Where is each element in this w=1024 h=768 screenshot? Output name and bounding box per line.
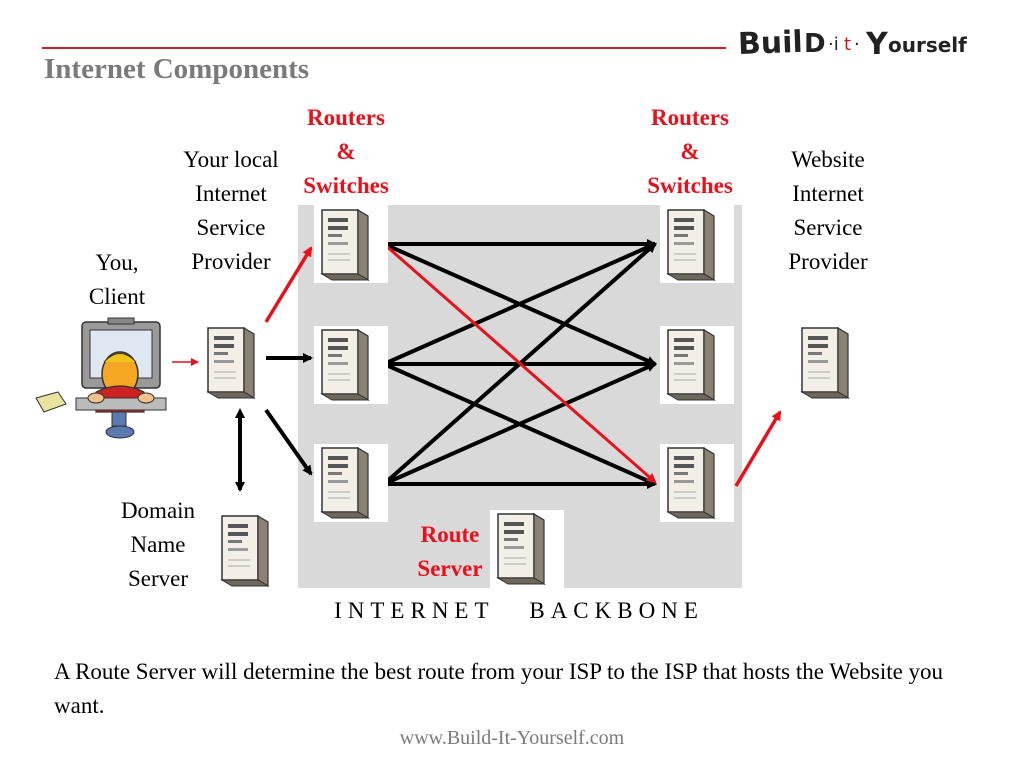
local-isp-server [207,327,255,399]
router-right-mid [660,326,734,404]
dns-label: Domain Name Server [120,498,196,591]
user-at-computer-icon [35,317,167,439]
svg-text:·: · [854,34,860,55]
slide-caption: A Route Server will determine the best r… [54,659,944,718]
footer-url: www.Build-It-Yourself.com [399,727,625,749]
backbone-label: INTERNET BACKBONE [334,598,704,623]
dns-server [221,515,269,587]
routers-right-label: Routers & Switches [647,105,733,198]
svg-text:D: D [804,29,826,59]
router-right-bot [660,444,734,522]
header-rule [42,47,726,49]
website-isp-label: Website Internet Service Provider [788,147,868,274]
router-left-mid [314,326,388,404]
router-right-top [660,205,734,283]
best-route-line [383,242,657,484]
route-server-icon [490,510,564,588]
routers-left-label: Routers & Switches [303,105,389,198]
svg-text:Y: Y [865,27,889,62]
website-isp-server [801,327,849,399]
build-it-yourself-logo: Buil D ·i t · Y ourself [737,25,967,62]
router-left-top [314,205,388,283]
svg-text:Buil: Buil [737,25,803,62]
router-left-bot [314,444,388,522]
svg-text:·i: ·i [828,34,839,55]
client-label: You, Client [88,250,146,309]
svg-text:ourself: ourself [888,33,967,57]
svg-text:t: t [844,34,851,55]
local-isp-label: Your local Internet Service Provider [183,147,279,274]
route-server-label: Route Server [417,522,483,581]
slide-title: Internet Components [44,53,310,85]
